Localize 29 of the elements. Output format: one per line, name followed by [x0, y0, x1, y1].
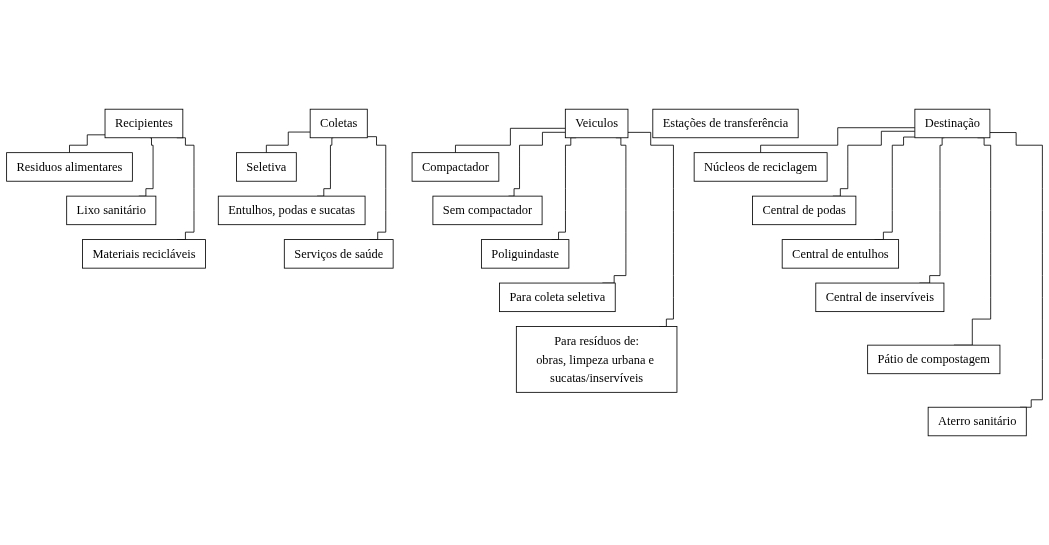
node-box: Para resíduos de: obras, limpeza urbana e sucatas/inservíveis [515, 326, 678, 393]
node-box: Central de entulhos [781, 239, 900, 269]
node-box: Poliguindaste [481, 239, 570, 269]
node-box: Residuos alimentares [6, 152, 133, 182]
node-box: Seletiva [236, 152, 297, 182]
node-box: Núcleos de reciclagem [693, 152, 828, 182]
node-box: Materiais recicláveis [82, 239, 206, 269]
node-box: Lixo sanitário [66, 195, 157, 226]
node-box: Sem compactador [432, 195, 543, 226]
connector [69, 134, 106, 154]
connector [265, 131, 311, 154]
node-box: Recipientes [104, 108, 184, 139]
connector [366, 136, 387, 240]
connector [627, 131, 674, 327]
node-box: Entulhos, podas e sucatas [217, 195, 366, 226]
node-box: Aterro sanitário [927, 406, 1027, 437]
node-box: Serviços de saúde [283, 239, 394, 269]
node-box: Pátio de compostagem [867, 344, 1001, 375]
connector [760, 127, 916, 154]
connector [455, 127, 566, 154]
connector [989, 132, 1043, 408]
node-box: Estações de transferência [652, 108, 799, 139]
node-box: Central de podas [752, 195, 857, 226]
node-box: Central de inservíveis [815, 282, 945, 313]
node-box: Coletas [309, 108, 368, 139]
node-box: Veiculos [564, 108, 629, 139]
node-box: Destinação [914, 108, 991, 139]
node-box: Para coleta seletiva [499, 282, 616, 313]
node-box: Compactador [411, 152, 500, 182]
